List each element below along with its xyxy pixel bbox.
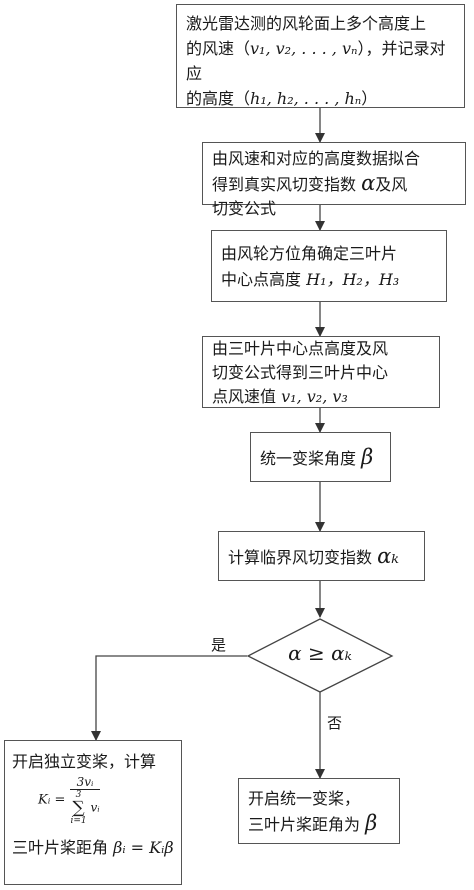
beta-i-formula: βᵢ = Kᵢβ [113,838,174,857]
left-line3: 三叶片桨距角 βᵢ = Kᵢβ [12,837,174,859]
step-blade-heights: 由风轮方位角确定三叶片 中心点高度 H₁，H₂，H₃ [211,230,447,302]
decision-condition: α ≥ αₖ [288,641,352,665]
sum-var: vᵢ [90,800,100,815]
step4-line3: 点风速值 v₁, v₂, v₃ [212,385,430,409]
blade-height-vars: H₁，H₂，H₃ [306,270,400,289]
step3-line1: 由风轮方位角确定三叶片 [221,244,398,263]
step2-text: 得到真实风切变指数 [212,175,357,194]
step4-line2: 切变公式得到三叶片中心 [212,363,389,382]
fraction-denominator: 3 ∑ i=1 vᵢ [70,790,99,826]
height-vars: h₁, h₂, . . . , hₙ [250,89,362,108]
step2-line3: 切变公式 [212,199,277,218]
step2-line2: 得到真实风切变指数 α及风 [212,171,456,197]
step3-text: 中心点高度 [221,270,302,289]
sum-upper: 3 [75,790,82,800]
step1-line3: 的高度（h₁, h₂, . . . , hₙ） [186,86,455,111]
step1-line1: 激光雷达测的风轮面上多个高度上 [186,14,427,33]
decision-diamond [246,618,394,693]
k-fraction: 3vᵢ 3 ∑ i=1 vᵢ [70,775,100,826]
left-line1: 开启独立变桨，计算 [12,752,157,771]
step1-text: ），并记录对应 [186,39,446,83]
step4-line1: 由三叶片中心点高度及风 [212,339,389,358]
arrow-yes-branch [91,655,247,741]
step-fit-shear-exponent: 由风速和对应的高度数据拟合 得到真实风切变指数 α及风 切变公式 [202,142,466,218]
right-line1: 开启统一变桨， [248,789,361,808]
step5-text: 统一变桨角度 [260,449,357,468]
step4-text: 点风速值 [212,387,277,406]
beta-symbol: β [365,811,378,835]
right-line2: 三叶片桨距角为 β [248,811,390,837]
left-text: 三叶片桨距角 [12,838,109,857]
k-lhs: Kᵢ = [38,792,66,808]
alpha-k-symbol: αₖ [377,544,399,568]
step1-text: 的风速（ [186,39,251,58]
right-text: 三叶片桨距角为 [248,815,361,834]
step-critical-exponent: 计算临界风切变指数 αₖ [218,531,425,581]
sum-lower: i=1 [70,816,87,826]
step1-text: 的高度（ [186,89,251,108]
fraction-numerator: 3vᵢ [70,775,100,790]
step-independent-pitch: 开启独立变桨，计算 Kᵢ = 3vᵢ 3 ∑ i=1 vᵢ 三叶片桨距角 βᵢ … [4,740,182,885]
beta-symbol: β [361,445,374,469]
sum-symbol: ∑ [72,798,85,818]
step-blade-speeds: 由三叶片中心点高度及风 切变公式得到三叶片中心 点风速值 v₁, v₂, v₃ [202,336,440,408]
alpha-symbol: α [361,171,376,195]
blade-speed-vars: v₁, v₂, v₃ [281,387,348,406]
step2-line1: 由风速和对应的高度数据拟合 [212,149,421,168]
sum-block: 3 ∑ i=1 [70,790,86,826]
step-unified-pitch: 统一变桨角度 β [250,432,391,482]
speed-vars: v₁, v₂, . . . , vₙ [250,39,358,58]
step3-line2: 中心点高度 H₁，H₂，H₃ [221,267,437,293]
step-unified-pitch-result: 开启统一变桨， 三叶片桨距角为 β [238,778,400,844]
step1-text: ） [361,89,378,108]
step2-text: 及风 [375,175,408,194]
k-formula: Kᵢ = 3vᵢ 3 ∑ i=1 vᵢ [38,775,174,837]
step6-text: 计算临界风切变指数 [228,548,373,567]
yes-label: 是 [211,636,227,654]
step-lidar-measure: 激光雷达测的风轮面上多个高度上 的风速（v₁, v₂, . . . , vₙ），… [176,4,465,108]
step1-line2: 的风速（v₁, v₂, . . . , vₙ），并记录对应 [186,36,455,86]
no-label: 否 [327,714,343,732]
